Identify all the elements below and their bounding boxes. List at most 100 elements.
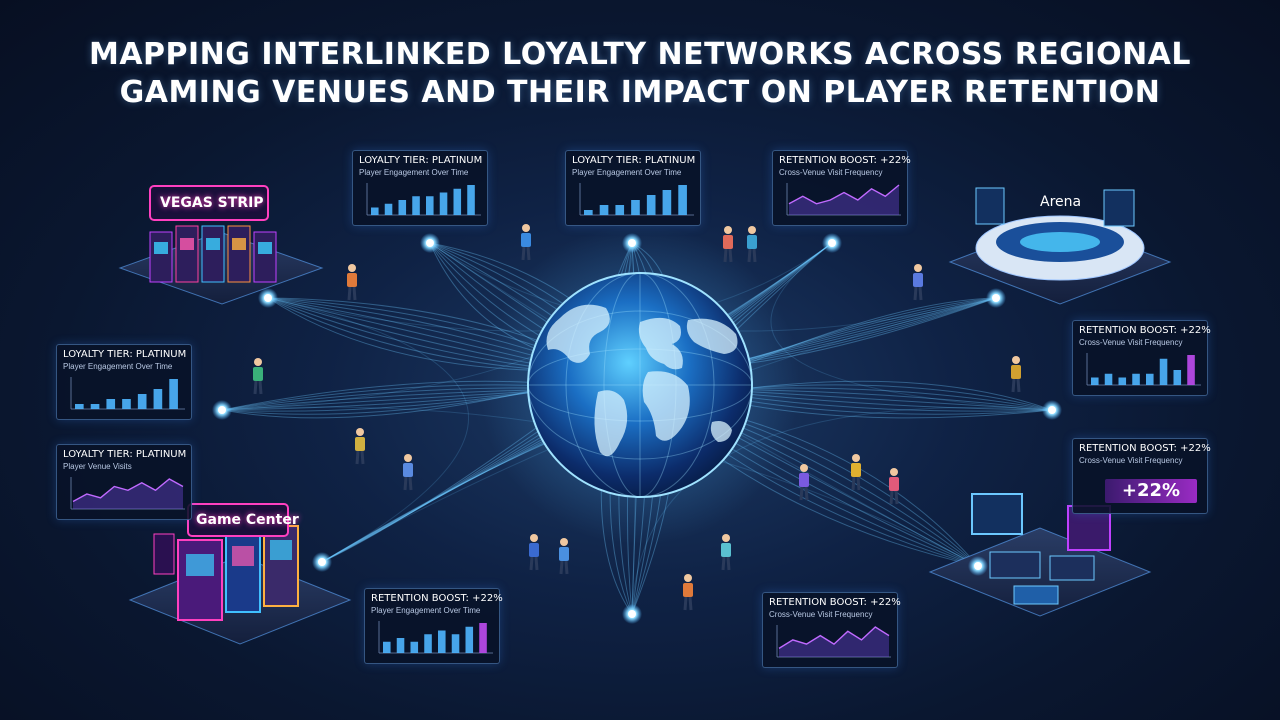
player-figure	[403, 454, 413, 491]
game-center-venue	[128, 503, 352, 645]
title-line-2: GAMING VENUES AND THEIR IMPACT ON PLAYER…	[119, 75, 1161, 110]
player-figure	[559, 538, 569, 575]
chart-bar	[465, 626, 474, 653]
panel-subheading: Cross-Venue Visit Frequency	[769, 610, 873, 619]
chart-bar	[410, 641, 419, 653]
panel-subheading: Cross-Venue Visit Frequency	[779, 168, 883, 177]
panel-subheading: Player Engagement Over Time	[63, 362, 173, 371]
panel-chart	[70, 477, 185, 510]
panel-heading: LOYALTY TIER: PLATINUM	[572, 155, 696, 166]
title-line-1: MAPPING INTERLINKED LOYALTY NETWORKS ACR…	[88, 37, 1192, 72]
vegas-strip-sign: VEGAS STRIP	[160, 195, 264, 211]
chart-bar	[426, 196, 434, 215]
panel-chart	[1086, 353, 1201, 386]
chart-bar	[398, 200, 407, 215]
player-figure	[747, 226, 757, 263]
chart-area	[789, 185, 899, 215]
chart-bar	[1146, 373, 1154, 385]
panel-heading: RETENTION BOOST: +22%	[371, 593, 503, 604]
chart-bar	[662, 190, 672, 215]
player-figure	[723, 226, 733, 263]
stat-panel-3: RETENTION BOOST: +22% Cross-Venue Visit …	[772, 150, 911, 226]
chart-bar	[424, 634, 432, 653]
panel-heading: LOYALTY TIER: PLATINUM	[63, 449, 187, 460]
player-figure	[355, 428, 365, 465]
chart-bar	[451, 634, 460, 653]
player-figure	[1011, 356, 1021, 393]
player-figure	[799, 464, 809, 501]
stat-panel-9: RETENTION BOOST: +22% Cross-Venue Visit …	[762, 592, 901, 668]
chart-bar	[137, 394, 147, 409]
chart-bar	[1104, 373, 1113, 385]
player-figure	[529, 534, 539, 571]
chart-bar	[106, 399, 116, 409]
player-figure	[347, 264, 357, 301]
stat-panel-8: RETENTION BOOST: +22% Player Engagement …	[364, 588, 503, 664]
arena-sign: Arena	[1040, 194, 1082, 210]
chart-bar	[169, 379, 178, 409]
arena-venue	[948, 187, 1172, 305]
stat-panel-1: LOYALTY TIER: PLATINUM Player Engagement…	[352, 150, 488, 226]
chart-bar	[1132, 373, 1140, 385]
chart-bar	[396, 638, 405, 653]
chart-bar	[1159, 358, 1168, 385]
panel-subheading: Cross-Venue Visit Frequency	[1079, 456, 1183, 465]
panel-chart	[776, 625, 891, 658]
panel-chart	[70, 377, 185, 410]
chart-bar	[384, 203, 393, 215]
chart-bar	[678, 185, 687, 215]
player-figure	[889, 468, 899, 505]
game-center-sign: Game Center	[196, 512, 299, 528]
chart-bar	[479, 623, 487, 653]
stat-panel-6: RETENTION BOOST: +22% Cross-Venue Visit …	[1072, 320, 1211, 396]
chart-area	[779, 627, 889, 657]
chart-bar	[1173, 370, 1182, 385]
chart-line	[72, 478, 184, 503]
chart-bar	[383, 641, 391, 653]
panel-heading: LOYALTY TIER: PLATINUM	[359, 155, 483, 166]
chart-area	[73, 479, 183, 509]
panel-chart	[786, 183, 901, 216]
chart-line	[788, 184, 900, 205]
globe-icon	[480, 225, 800, 545]
players-figures	[253, 224, 1021, 611]
chart-bar	[438, 630, 446, 653]
chart-bar	[153, 389, 163, 409]
network-nodes	[212, 233, 1062, 624]
chart-bar	[1118, 377, 1127, 385]
stat-panel-7: RETENTION BOOST: +22% Cross-Venue Visit …	[1072, 438, 1211, 514]
chart-bar	[631, 200, 640, 215]
player-figure	[721, 534, 731, 571]
chart-bar	[467, 185, 475, 215]
panel-heading: RETENTION BOOST: +22%	[1079, 325, 1211, 336]
chart-bar	[584, 210, 593, 215]
page-title: MAPPING INTERLINKED LOYALTY NETWORKS ACR…	[0, 36, 1280, 112]
chart-bar	[75, 404, 84, 409]
panel-subheading: Player Venue Visits	[63, 462, 132, 471]
chart-bar	[122, 399, 131, 409]
chart-bar	[615, 205, 625, 215]
chart-line	[778, 626, 890, 649]
chart-bar	[371, 207, 379, 215]
retention-boost-value: +22%	[1105, 479, 1197, 503]
panel-heading: RETENTION BOOST: +22%	[1079, 443, 1211, 454]
chart-bar	[439, 192, 448, 215]
chart-bar	[1187, 355, 1195, 385]
panel-chart	[366, 183, 481, 216]
chart-bar	[453, 188, 462, 215]
chart-bar	[646, 195, 656, 215]
panel-heading: RETENTION BOOST: +22%	[769, 597, 901, 608]
panel-subheading: Player Engagement Over Time	[359, 168, 469, 177]
stat-panel-5: LOYALTY TIER: PLATINUM Player Venue Visi…	[56, 444, 192, 520]
panel-subheading: Player Engagement Over Time	[572, 168, 682, 177]
vegas-strip-venue	[118, 185, 324, 305]
player-figure	[851, 454, 861, 491]
panel-heading: LOYALTY TIER: PLATINUM	[63, 349, 187, 360]
panel-chart	[378, 621, 493, 654]
chart-bar	[412, 196, 420, 215]
player-figure	[253, 358, 263, 395]
player-figure	[521, 224, 531, 261]
stat-panel-2: LOYALTY TIER: PLATINUM Player Engagement…	[565, 150, 701, 226]
chart-bar	[599, 205, 609, 215]
